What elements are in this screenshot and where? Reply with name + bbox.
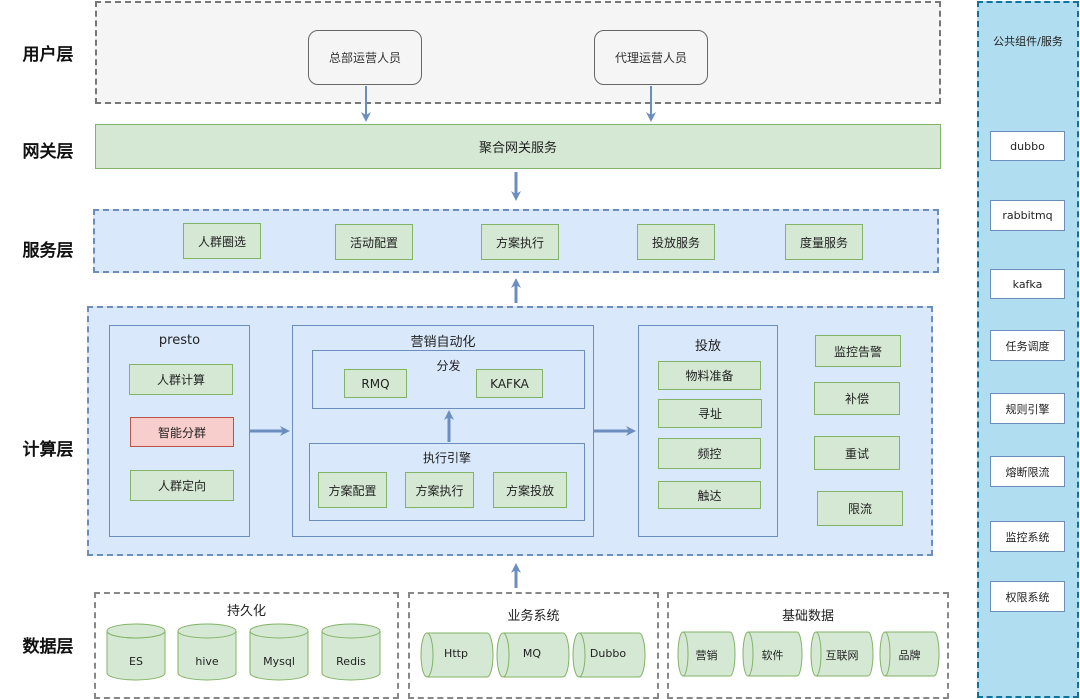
cylinder-hive-label: hive: [195, 655, 219, 668]
aggregate-gateway-service: 聚合网关服务: [95, 124, 941, 169]
layer-label-user: 用户层: [22, 45, 74, 65]
hcyl-http-label: Http: [444, 647, 468, 660]
cylinder-mysql-label: Mysql: [263, 655, 295, 668]
hcyl-http: [420, 632, 494, 678]
hcyl-marketing-label: 营销: [695, 649, 718, 662]
component-dubbo: dubbo: [990, 131, 1065, 161]
hcyl-marketing: [677, 631, 736, 677]
side-retry: 重试: [814, 436, 900, 470]
cylinder-redis-label: Redis: [336, 655, 366, 668]
service-metrics: 度量服务: [785, 224, 863, 260]
hcyl-software-label: 软件: [761, 649, 784, 662]
side-compensate: 补偿: [814, 382, 900, 415]
cylinder-es: [106, 623, 166, 681]
component-permission: 权限系统: [990, 581, 1065, 612]
side-rate-limit: 限流: [817, 491, 903, 526]
component-rule-engine: 规则引擎: [990, 393, 1065, 424]
presto-title: presto: [158, 333, 201, 348]
presto-crowd-target: 人群定向: [130, 470, 234, 501]
hcyl-mq-label: MQ: [522, 647, 542, 660]
cylinder-hive: [177, 623, 237, 681]
engine-plan-deliver: 方案投放: [493, 472, 567, 508]
hcyl-mq: [496, 632, 570, 678]
service-crowd-select: 人群圈选: [183, 223, 261, 259]
delivery-title: 投放: [694, 339, 721, 354]
layer-label-compute: 计算层: [22, 440, 74, 460]
engine-title: 执行引擎: [422, 451, 471, 465]
component-rabbitmq: rabbitmq: [990, 200, 1065, 231]
service-plan-execute: 方案执行: [481, 224, 559, 260]
component-task-scheduler: 任务调度: [990, 330, 1065, 361]
engine-plan-execute: 方案执行: [405, 472, 474, 508]
presto-smart-cluster: 智能分群: [130, 417, 234, 447]
side-monitor-alert: 监控告警: [815, 335, 901, 367]
layer-label-service: 服务层: [22, 241, 74, 261]
user-layer-container: [95, 1, 941, 104]
distribute-kafka: KAFKA: [476, 369, 543, 398]
service-activity-config: 活动配置: [335, 224, 413, 260]
layer-label-data: 数据层: [22, 637, 74, 657]
delivery-material-prep: 物料准备: [658, 361, 761, 390]
layer-label-gateway: 网关层: [22, 142, 74, 162]
automation-title: 营销自动化: [410, 335, 476, 350]
hcyl-dubbo-label: Dubbo: [589, 647, 627, 660]
hcyl-brand: [879, 631, 940, 677]
agent-ops-node: 代理运营人员: [594, 30, 708, 85]
component-kafka: kafka: [990, 269, 1065, 299]
cylinder-mysql: [249, 623, 309, 681]
public-components-title: 公共组件/服务: [993, 35, 1063, 48]
delivery-addressing: 寻址: [658, 399, 762, 428]
component-monitoring: 监控系统: [990, 521, 1065, 552]
hcyl-brand-label: 品牌: [898, 649, 921, 662]
hcyl-software: [742, 631, 803, 677]
cylinder-es-label: ES: [129, 655, 143, 668]
component-circuit-breaker: 熔断限流: [990, 456, 1065, 487]
hcyl-internet-label: 互联网: [825, 649, 859, 662]
distribute-rmq: RMQ: [344, 369, 407, 398]
cylinder-redis: [321, 623, 381, 681]
presto-crowd-compute: 人群计算: [129, 364, 233, 395]
delivery-freq-control: 频控: [658, 438, 761, 469]
business-title: 业务系统: [507, 609, 560, 624]
hcyl-internet: [810, 631, 874, 677]
distribute-title: 分发: [436, 359, 461, 373]
hcyl-dubbo: [572, 632, 646, 678]
persistence-title: 持久化: [226, 604, 266, 619]
delivery-reach: 触达: [658, 481, 761, 509]
service-delivery: 投放服务: [637, 224, 715, 260]
base-data-title: 基础数据: [781, 609, 834, 624]
hq-ops-node: 总部运营人员: [308, 30, 422, 85]
engine-plan-config: 方案配置: [318, 472, 387, 508]
